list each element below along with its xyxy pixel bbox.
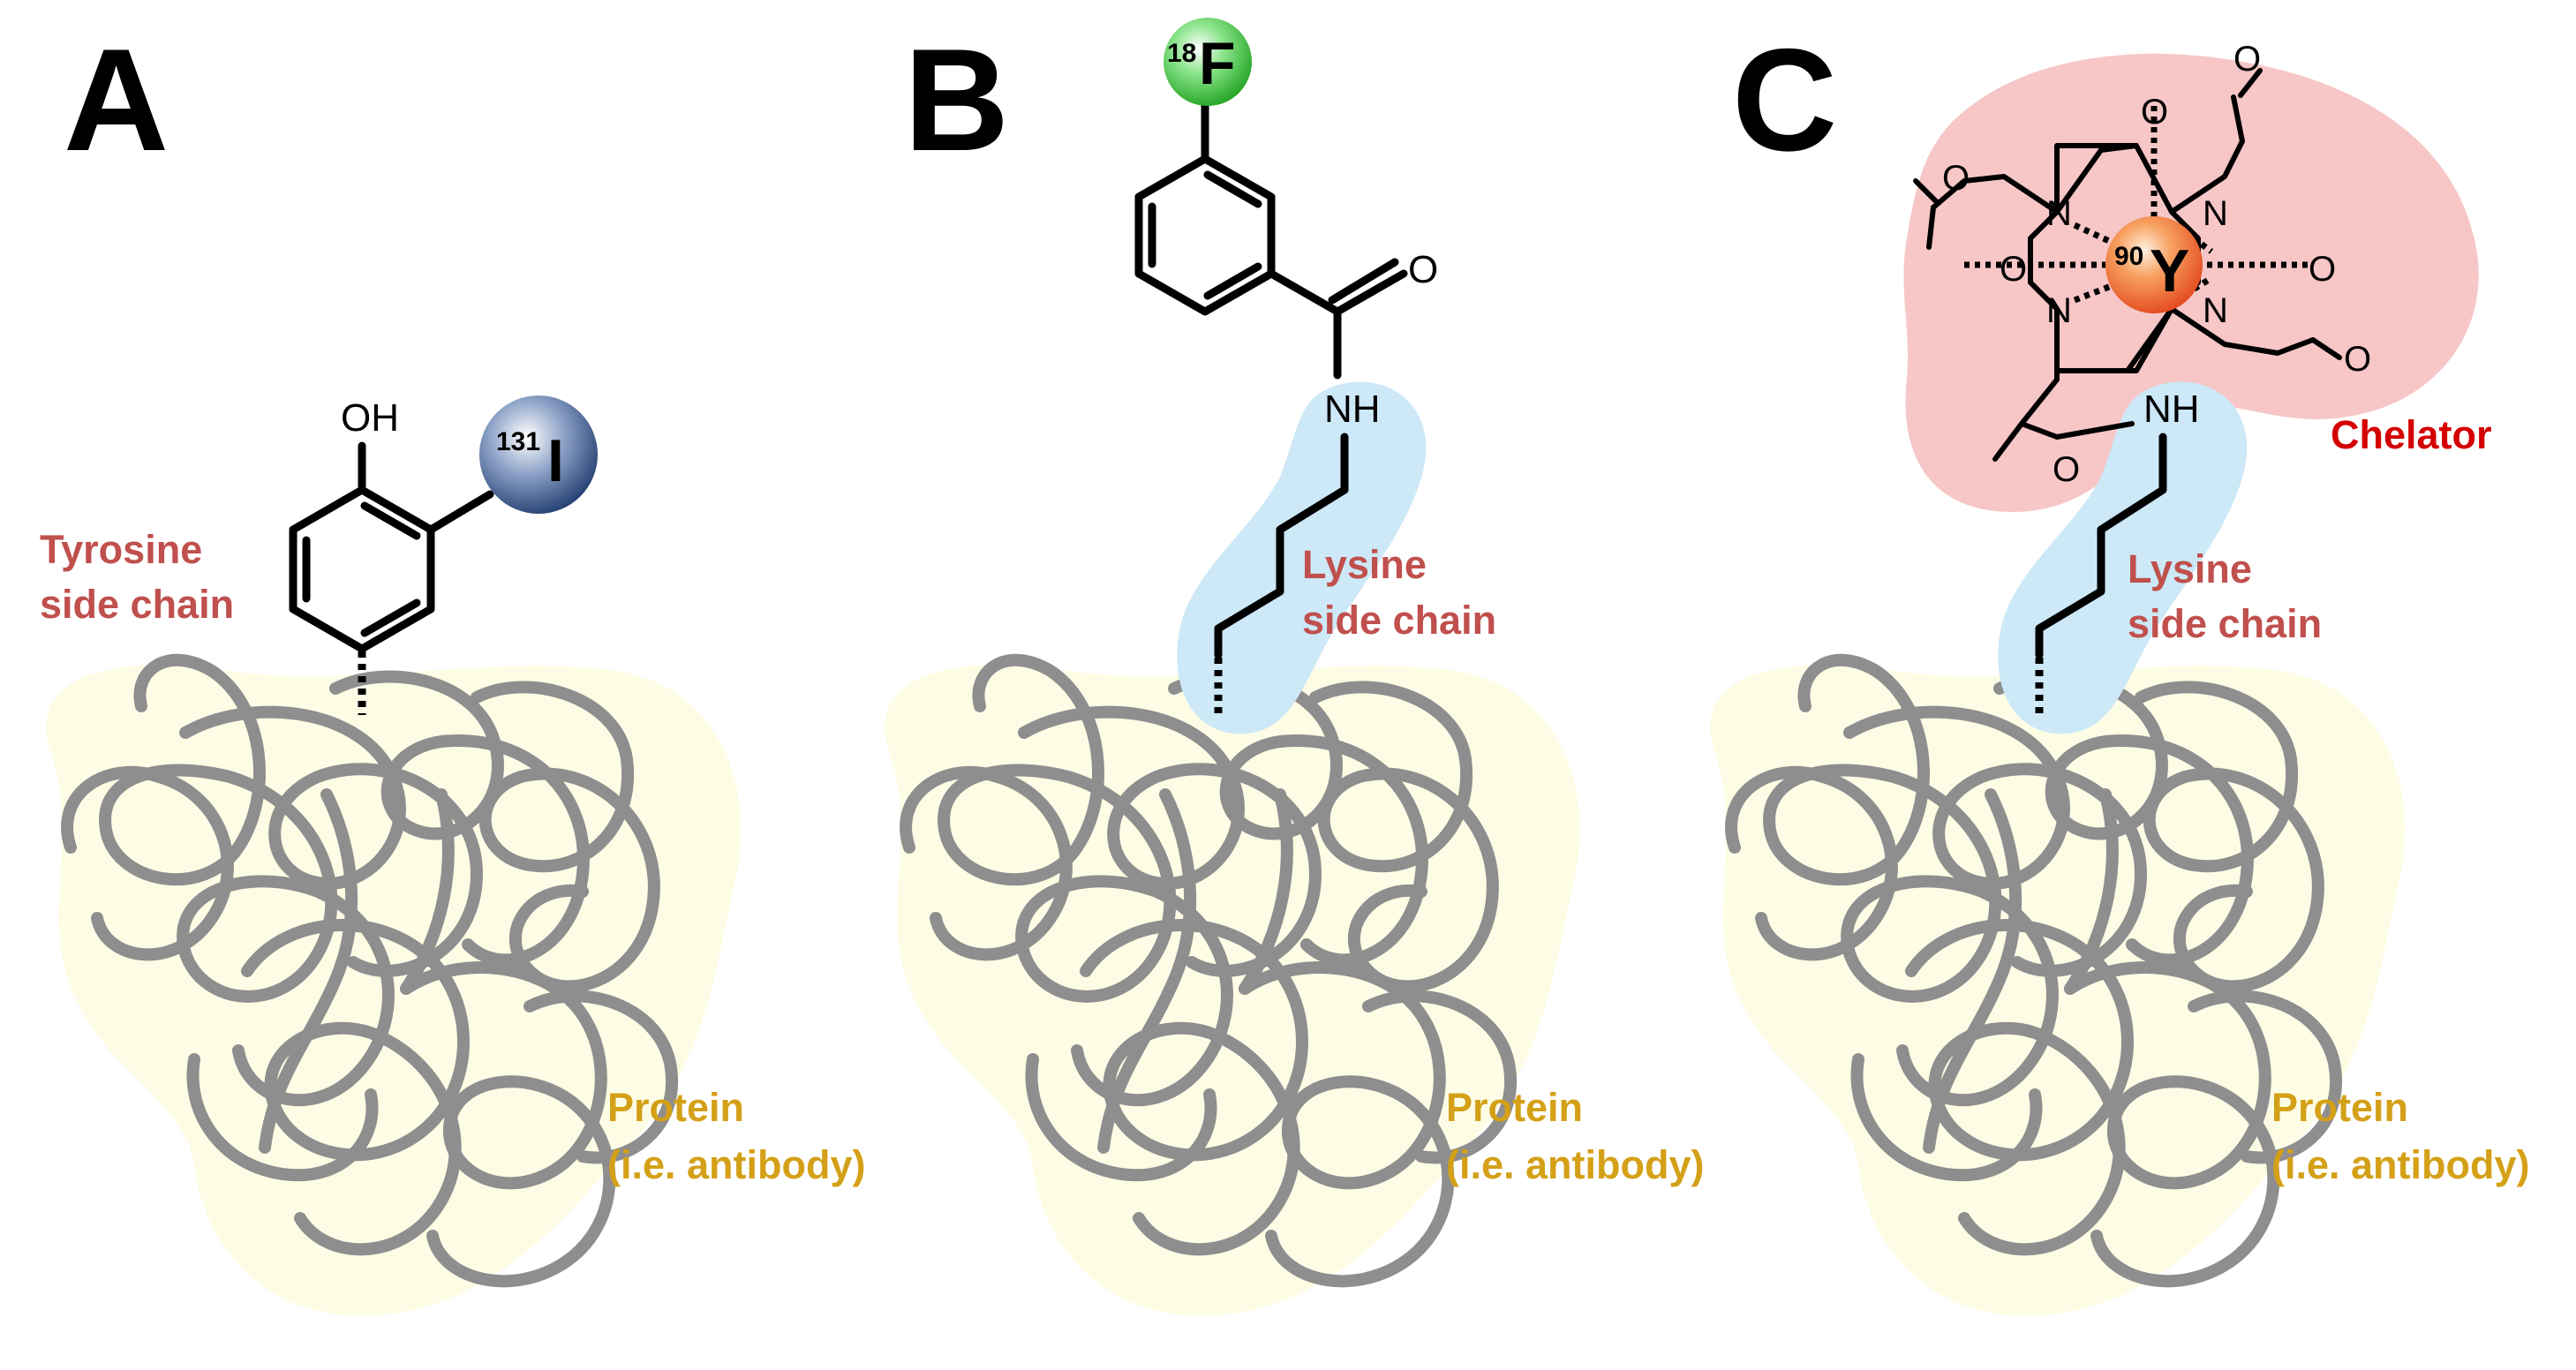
- dota-o-6: O: [2344, 340, 2371, 379]
- fluorine-symbol: F: [1199, 30, 1236, 97]
- lysine-label-c: Lysine side chain: [2128, 546, 2322, 646]
- protein-label-c: Protein (i.e. antibody): [2271, 1085, 2530, 1187]
- amide-nh-c: NH: [2143, 388, 2200, 431]
- dota-o-7: O: [2053, 450, 2080, 489]
- iodine-131-sphere: [479, 395, 598, 514]
- dota-n-4: N: [2203, 291, 2228, 330]
- lysine-label-b-line1: Lysine: [1302, 542, 1427, 587]
- fluorine-18-sphere: [1164, 18, 1252, 106]
- dota-o-5: O: [2309, 250, 2336, 289]
- dota-n-2: N: [2203, 194, 2228, 233]
- carbonyl-oxygen-b: O: [1408, 248, 1438, 291]
- panel-letter-a: A: [64, 19, 169, 181]
- lysine-highlight-b: [1177, 381, 1427, 734]
- tyrosine-label-line1: Tyrosine: [40, 527, 202, 572]
- tyrosine-label: Tyrosine side chain: [40, 527, 234, 627]
- yttrium-mass-number: 90: [2114, 242, 2143, 271]
- dota-o-1: O: [2141, 93, 2168, 132]
- lysine-label-b: Lysine side chain: [1302, 542, 1496, 643]
- amide-nh-b: NH: [1324, 388, 1381, 431]
- panel-b: B O NH 18 F Lysine side chain Protein: [885, 18, 1705, 1316]
- protein-label-a-line2: (i.e. antibody): [607, 1142, 866, 1187]
- chelator-label: Chelator: [2331, 412, 2492, 457]
- fluorine-mass-number: 18: [1167, 39, 1196, 68]
- dota-n-3: N: [2046, 291, 2072, 330]
- lysine-chain-b: [1214, 433, 1349, 659]
- iodine-mass-number: 131: [496, 427, 540, 456]
- panel-letter-b: B: [904, 19, 1009, 181]
- tyrosine-ring: [289, 486, 435, 653]
- dota-o-3: O: [1942, 159, 1970, 198]
- hydroxyl-label: OH: [341, 396, 399, 440]
- lysine-label-c-line1: Lysine: [2128, 546, 2252, 591]
- dota-n-1: N: [2046, 194, 2072, 233]
- lysine-label-c-line2: side chain: [2128, 601, 2322, 646]
- protein-label-c-line1: Protein: [2271, 1085, 2408, 1130]
- protein-label-c-line2: (i.e. antibody): [2271, 1142, 2530, 1187]
- lysine-label-b-line2: side chain: [1302, 598, 1496, 643]
- lysine-highlight-c: [1998, 381, 2248, 734]
- yttrium-90-sphere: [2105, 216, 2203, 313]
- panel-a: A OH 131 I Tyrosine side chain Protein (…: [40, 19, 866, 1316]
- panel-c: C: [1710, 19, 2530, 1316]
- protein-label-a-line1: Protein: [607, 1085, 744, 1130]
- tyrosine-label-line2: side chain: [40, 582, 234, 627]
- dota-o-2: O: [2233, 40, 2261, 79]
- protein-label-a: Protein (i.e. antibody): [607, 1085, 866, 1187]
- dota-o-4: O: [2000, 250, 2027, 289]
- iodine-symbol: I: [547, 427, 564, 494]
- yttrium-symbol: Y: [2150, 237, 2189, 305]
- protein-label-b-line1: Protein: [1446, 1085, 1583, 1130]
- protein-label-b: Protein (i.e. antibody): [1446, 1085, 1705, 1187]
- fluorobenzoyl-ring: [1134, 154, 1276, 316]
- protein-label-b-line2: (i.e. antibody): [1446, 1142, 1705, 1187]
- lysine-chain-c: [2035, 433, 2167, 659]
- panel-letter-c: C: [1732, 19, 1837, 181]
